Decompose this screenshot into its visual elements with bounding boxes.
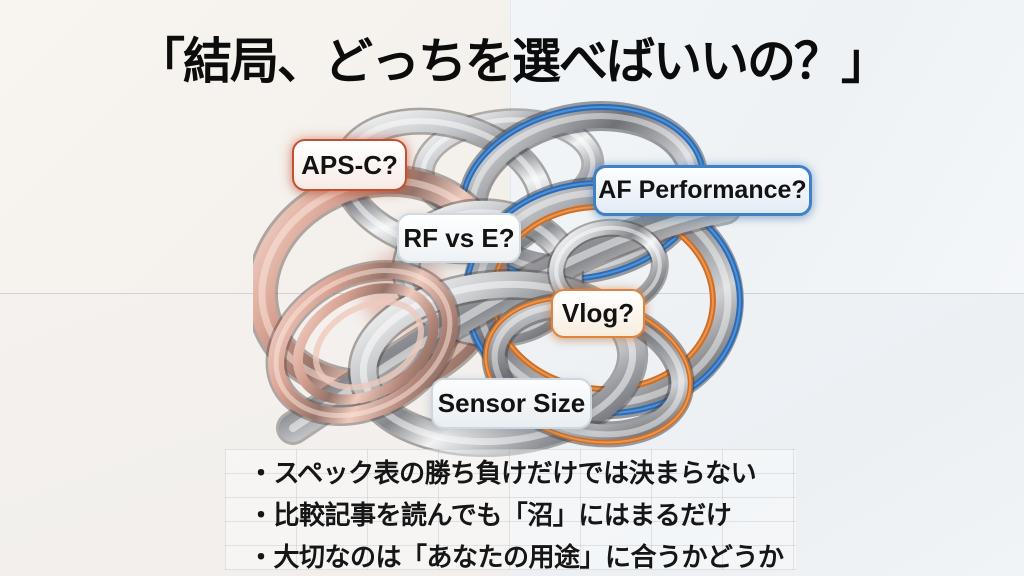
badge-rf-vs-e-label: RF vs E? — [403, 222, 515, 253]
badge-af-performance-label: AF Performance? — [598, 176, 807, 204]
page-title: 「結局、どっちを選べばいいの？」 — [135, 35, 890, 89]
wire-loop — [347, 268, 649, 458]
badge-vlog-label: Vlog? — [561, 298, 635, 328]
badge-sensor-size-label: Sensor Size — [437, 388, 586, 418]
bullet-item: ・スペック表の勝ち負けだけでは決まらない — [248, 458, 757, 488]
bullet-list: ・スペック表の勝ち負けだけでは決まらない ・比較記事を読んでも「沼」にはまるだけ… — [248, 452, 823, 576]
wire-coil-warm — [265, 259, 461, 427]
bullet-item: ・大切なのは「あなたの用途」に合うかどうか — [248, 542, 784, 572]
badge-aps-c-label: APS-C? — [301, 149, 398, 180]
badge-af-performance: AF Performance? — [593, 165, 812, 216]
badge-vlog: Vlog? — [551, 289, 645, 338]
background-spreadsheet-grid — [225, 449, 796, 570]
badge-aps-c: APS-C? — [292, 139, 407, 191]
wire-diagonal — [276, 191, 742, 445]
bullet-item: ・比較記事を読んでも「沼」にはまるだけ — [248, 500, 732, 530]
badge-rf-vs-e: RF vs E? — [397, 213, 521, 263]
badge-sensor-size: Sensor Size — [431, 378, 592, 429]
